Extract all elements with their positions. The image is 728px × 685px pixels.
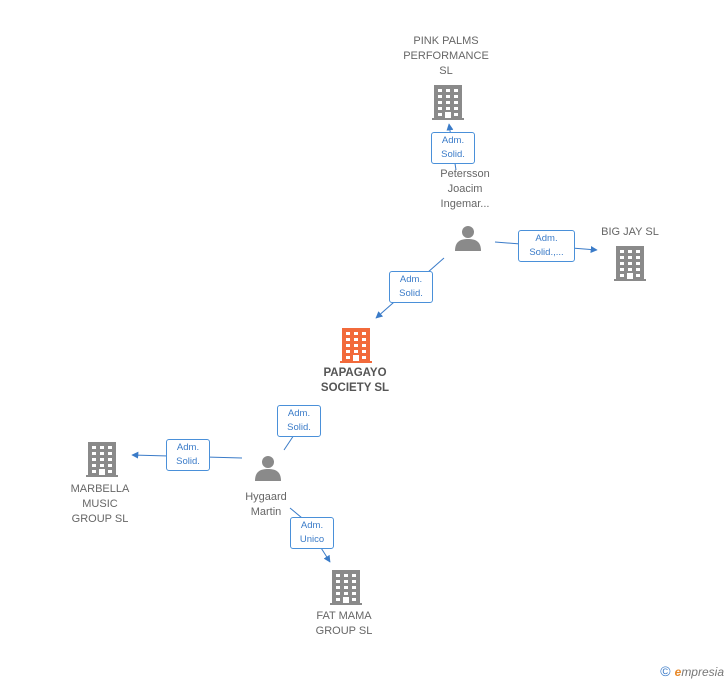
edge-label-petersson-papagayo: Adm. Solid. bbox=[389, 271, 433, 303]
node-label-petersson[interactable]: Petersson Joacim Ingemar... bbox=[440, 168, 490, 210]
node-label-hygaard[interactable]: Hygaard Martin bbox=[245, 491, 287, 518]
person-icon bbox=[255, 456, 281, 481]
node-label-papagayo[interactable]: PAPAGAYO SOCIETY SL bbox=[320, 367, 390, 394]
edge-label-hygaard-papagayo: Adm. Solid. bbox=[277, 405, 321, 437]
edge-label-petersson-bigjay: Adm. Solid.,... bbox=[518, 230, 575, 262]
edge-label-hygaard-fatmama: Adm. Unico bbox=[290, 517, 334, 549]
building-icon bbox=[86, 442, 118, 477]
building-icon bbox=[432, 85, 464, 120]
empresia-logo: ©empresia bbox=[660, 663, 724, 679]
edge-label-hygaard-marbella: Adm. Solid. bbox=[166, 439, 210, 471]
person-icon bbox=[455, 226, 481, 251]
building-icon bbox=[340, 328, 372, 363]
copyright-symbol: © bbox=[660, 663, 671, 679]
node-label-marbella[interactable]: MARBELLA MUSIC GROUP SL bbox=[70, 483, 130, 525]
edge-label-petersson-pinkpalms: Adm. Solid. bbox=[431, 132, 475, 164]
building-icon bbox=[330, 570, 362, 605]
building-icon bbox=[614, 246, 646, 281]
node-label-pink-palms[interactable]: PINK PALMS PERFORMANCE SL bbox=[403, 35, 489, 77]
node-label-fat-mama[interactable]: FAT MAMA GROUP SL bbox=[315, 610, 373, 637]
node-label-big-jay[interactable]: BIG JAY SL bbox=[601, 226, 659, 238]
